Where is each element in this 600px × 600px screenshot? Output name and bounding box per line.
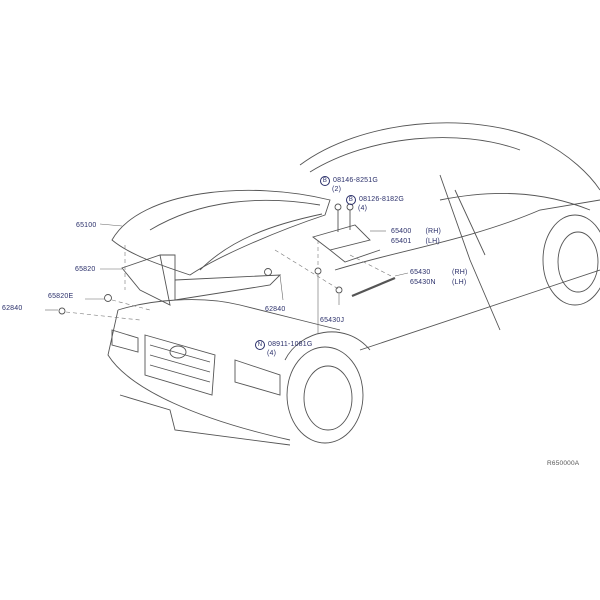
part-label-stay-rh: 65430 (RH)	[410, 269, 468, 276]
part-number: 65400	[391, 228, 412, 235]
fastener-number: 08126-8182G	[359, 196, 405, 203]
part-side: (RH)	[425, 228, 442, 235]
fastener-qty: (4)	[358, 205, 368, 212]
part-label-hood: 65100	[76, 222, 97, 229]
fastener-marker: B	[320, 176, 330, 186]
part-number: 65430	[410, 269, 431, 276]
part-label-stay-lh: 65430N (LH)	[410, 279, 466, 286]
fastener-marker: B	[346, 195, 356, 205]
part-number: 65401	[391, 238, 412, 245]
part-label-hood-lock-support: 65820	[75, 266, 96, 273]
part-side: (LH)	[452, 279, 467, 286]
part-label-hinge-lh: 65401 (LH)	[391, 238, 440, 245]
part-side: (LH)	[425, 238, 440, 245]
reference-code: R650000A	[547, 460, 580, 467]
part-label-clip-center: 62840	[265, 306, 286, 313]
part-label-hood-bumper: 65820E	[48, 293, 74, 300]
fastener-marker: N	[255, 340, 265, 350]
fastener-number: 08911-1081G	[268, 341, 313, 348]
part-label-clip-left: 62840	[2, 305, 23, 312]
part-label-hinge-rh: 65400 (RH)	[391, 228, 441, 235]
fastener-number: 08146-8251G	[333, 177, 379, 184]
fastener-qty: (4)	[267, 350, 277, 357]
fastener-qty: (2)	[332, 186, 342, 193]
part-side: (RH)	[452, 269, 468, 276]
part-label-stay-clip: 65430J	[320, 317, 345, 324]
part-number: 65430N	[410, 279, 436, 286]
